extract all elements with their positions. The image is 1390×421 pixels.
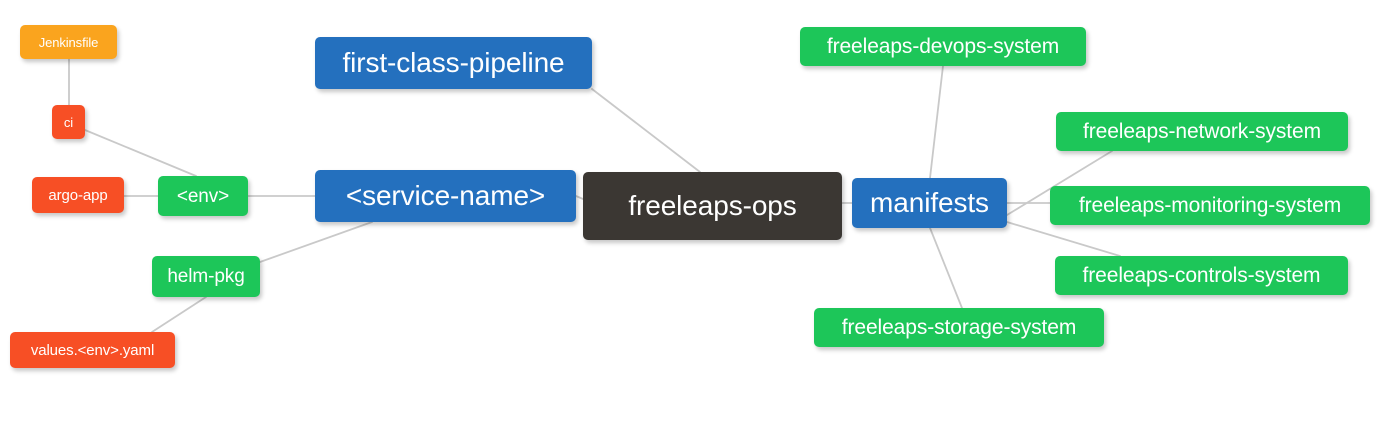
node-manifests[interactable]: manifests — [852, 178, 1007, 228]
node-label-controls-system: freeleaps-controls-system — [1082, 264, 1321, 287]
node-service-name[interactable]: <service-name> — [315, 170, 576, 222]
node-label-freeleaps-ops: freeleaps-ops — [628, 190, 797, 221]
edge-first-class-to-freeleaps-ops — [591, 88, 701, 173]
node-network-system[interactable]: freeleaps-network-system — [1056, 112, 1348, 151]
node-devops-system[interactable]: freeleaps-devops-system — [800, 27, 1086, 66]
node-argo-app[interactable]: argo-app — [32, 177, 124, 213]
node-label-service-name: <service-name> — [345, 180, 546, 211]
node-label-first-class: first-class-pipeline — [342, 47, 565, 78]
edge-service-name-to-freeleaps-ops — [575, 195, 584, 200]
node-values-yaml[interactable]: values.<env>.yaml — [10, 332, 175, 368]
node-label-storage-system: freeleaps-storage-system — [841, 316, 1077, 339]
node-first-class[interactable]: first-class-pipeline — [315, 37, 592, 89]
node-monitoring-system[interactable]: freeleaps-monitoring-system — [1050, 186, 1370, 225]
node-label-helm-pkg: helm-pkg — [167, 266, 245, 287]
node-controls-system[interactable]: freeleaps-controls-system — [1055, 256, 1348, 295]
node-label-values-yaml: values.<env>.yaml — [30, 341, 155, 359]
node-label-jenkinsfile: Jenkinsfile — [38, 34, 99, 50]
node-label-ci: ci — [63, 114, 74, 130]
node-jenkinsfile[interactable]: Jenkinsfile — [20, 25, 117, 59]
node-helm-pkg[interactable]: helm-pkg — [152, 256, 260, 297]
edge-values-yaml-to-helm-pkg — [151, 296, 207, 333]
edge-manifests-to-storage-system — [929, 227, 963, 309]
node-label-env: <env> — [176, 185, 230, 207]
node-label-network-system: freeleaps-network-system — [1082, 120, 1321, 143]
node-label-devops-system: freeleaps-devops-system — [826, 35, 1060, 58]
node-freeleaps-ops[interactable]: freeleaps-ops — [583, 172, 842, 240]
edge-helm-pkg-to-service-name — [259, 221, 373, 263]
edge-manifests-to-controls-system — [1006, 221, 1121, 257]
node-label-argo-app: argo-app — [48, 186, 108, 204]
node-env[interactable]: <env> — [158, 176, 248, 216]
edge-ci-to-env — [84, 129, 197, 177]
node-label-manifests: manifests — [870, 187, 989, 218]
node-label-monitoring-system: freeleaps-monitoring-system — [1078, 194, 1342, 217]
node-storage-system[interactable]: freeleaps-storage-system — [814, 308, 1104, 347]
edge-manifests-to-devops-system — [929, 65, 944, 179]
node-ci[interactable]: ci — [52, 105, 85, 139]
